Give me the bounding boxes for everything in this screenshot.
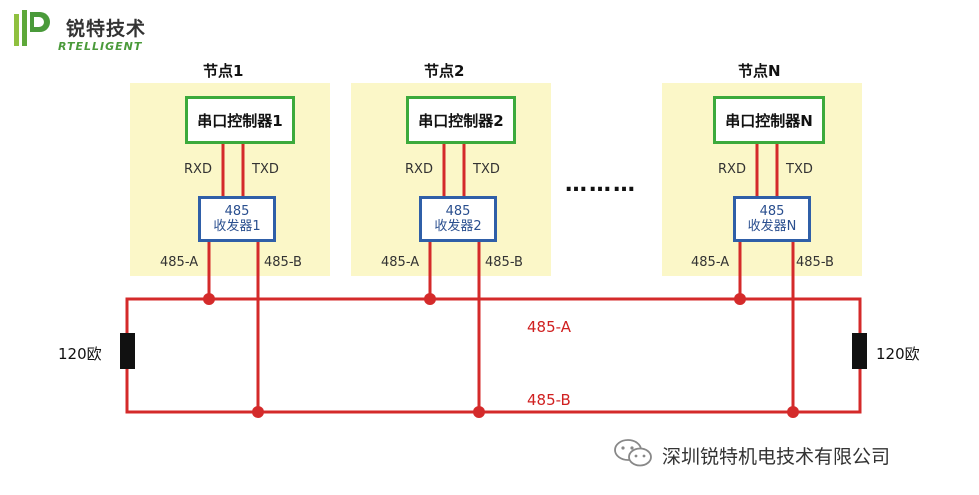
node-n-transceiver-top: 485: [759, 204, 785, 219]
resistor-left-label: 120欧: [58, 345, 102, 363]
node-n-transceiver-bottom: 收发器N: [747, 219, 797, 234]
node-n-controller: 串口控制器N: [713, 96, 825, 144]
node-n-a-label: 485-A: [691, 255, 730, 270]
node-1-controller: 串口控制器1: [185, 96, 295, 144]
junction-dot: [787, 406, 799, 418]
junction-dot: [203, 293, 215, 305]
wechat-icon: [614, 439, 652, 467]
junction-dot: [734, 293, 746, 305]
junction-dot: [252, 406, 264, 418]
node-2-transceiver: 485 收发器2: [419, 196, 497, 242]
node-2-controller: 串口控制器2: [406, 96, 516, 144]
node-1-title: 节点1: [203, 62, 244, 80]
junction-dot: [424, 293, 436, 305]
footer-watermark: 深圳锐特机电技术有限公司: [610, 438, 970, 468]
node-1-b-label: 485-B: [264, 255, 302, 270]
node-2-a-label: 485-A: [381, 255, 420, 270]
footer-company-name: 深圳锐特机电技术有限公司: [662, 446, 891, 468]
bus-loop: [125, 297, 862, 414]
resistor-right-label: 120欧: [876, 345, 920, 363]
resistor-left-icon: [120, 333, 135, 369]
more-nodes-ellipsis: ………: [565, 172, 637, 197]
node-1-transceiver-bottom: 收发器1: [213, 219, 261, 234]
node-2-txd-label: TXD: [473, 162, 500, 177]
bus-a-label: 485-A: [527, 318, 571, 336]
node-1-transceiver: 485 收发器1: [198, 196, 276, 242]
node-1-transceiver-top: 485: [224, 204, 250, 219]
node-2-transceiver-bottom: 收发器2: [434, 219, 482, 234]
junction-dot: [473, 406, 485, 418]
resistor-right-icon: [852, 333, 867, 369]
node-2-b-label: 485-B: [485, 255, 523, 270]
node-n-rxd-label: RXD: [718, 162, 746, 177]
node-n-title: 节点N: [738, 62, 781, 80]
node-n-transceiver: 485 收发器N: [733, 196, 811, 242]
node-1-a-label: 485-A: [160, 255, 199, 270]
node-2-title: 节点2: [424, 62, 465, 80]
logo-text-en: RTELLIGENT: [58, 40, 143, 53]
node-1-txd-label: TXD: [252, 162, 279, 177]
company-logo: 锐特技术 RTELLIGENT: [8, 6, 188, 56]
node-n-b-label: 485-B: [796, 255, 834, 270]
logo-mark-icon: [14, 10, 50, 46]
bus-b-label: 485-B: [527, 391, 571, 409]
logo-text-cn: 锐特技术: [66, 18, 147, 40]
node-2-rxd-label: RXD: [405, 162, 433, 177]
node-n-txd-label: TXD: [786, 162, 813, 177]
node-1-rxd-label: RXD: [184, 162, 212, 177]
node-2-transceiver-top: 485: [445, 204, 471, 219]
